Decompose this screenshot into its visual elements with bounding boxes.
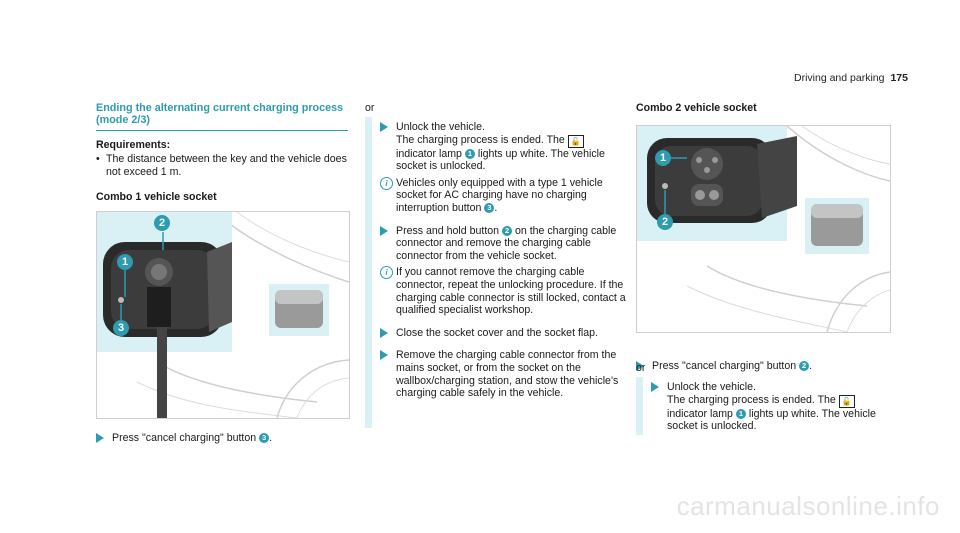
page-number: 175 — [890, 72, 908, 84]
figure-combo2: 1 2 — [636, 125, 891, 333]
step-arrow-icon — [380, 122, 388, 132]
callout-ref: 1 — [464, 148, 475, 159]
unlock-icon: 🔓 — [838, 394, 855, 408]
callout-3: 3 — [113, 320, 129, 336]
note-text: If you cannot remove the charging cable … — [396, 266, 626, 317]
running-head: Driving and parking 175 — [794, 72, 908, 85]
requirements-label: Requirements: — [96, 139, 171, 151]
step-text: indicator lamp — [396, 147, 462, 160]
figure-title-combo2: Combo 2 vehicle socket — [636, 102, 757, 114]
step-arrow-icon — [380, 350, 388, 361]
step-text: Remove the charging cable connector from… — [396, 349, 619, 400]
callout-1: 1 — [655, 150, 671, 166]
step-text: Unlock the vehicle. — [396, 121, 485, 133]
callout-2: 2 — [154, 215, 170, 231]
note-type1: i Vehicles only equipped with a type 1 v… — [380, 176, 628, 215]
step-text: The charging process is ended. The — [667, 393, 836, 406]
highlight-bar — [365, 117, 372, 428]
or-label: or — [636, 362, 646, 374]
right-steps: Unlock the vehicle. The charging process… — [651, 381, 891, 433]
step-text: The charging process is ended. The — [396, 133, 565, 146]
highlight-bar — [636, 377, 643, 435]
callout-ref: 1 — [735, 408, 746, 419]
callout-2: 2 — [657, 214, 673, 230]
figure-title-combo1: Combo 1 vehicle socket — [96, 191, 217, 203]
step-arrow-icon — [96, 433, 104, 443]
step-text: Close the socket cover and the socket fl… — [396, 326, 598, 339]
note-cannot-remove: i If you cannot remove the charging cabl… — [380, 266, 628, 316]
requirement-item: • The distance between the key and the v… — [96, 153, 351, 178]
step-text: on the charging cable connector and remo… — [396, 224, 617, 262]
step-text: lights up white. The vehicle socket is u… — [667, 407, 876, 433]
step-press-hold: Press and hold button 2 on the charging … — [380, 225, 628, 263]
step-text: Press and hold button — [396, 224, 500, 237]
or-label: or — [365, 102, 375, 114]
step-unlock-right: Unlock the vehicle. The charging process… — [651, 381, 891, 433]
step-press-cancel: Press "cancel charging" button 3. — [96, 432, 367, 445]
step-text: lights up white. The vehicle socket is u… — [396, 147, 605, 173]
unlock-icon: 🔓 — [567, 134, 584, 148]
step-arrow-icon — [636, 360, 644, 371]
step-press-cancel-right: Press "cancel charging" button 2. — [636, 360, 907, 373]
step-arrow-icon — [380, 225, 388, 236]
combo2-illustration — [637, 126, 890, 332]
step-remove-connector: Remove the charging cable connector from… — [380, 349, 628, 399]
callout-ref: 3 — [259, 433, 270, 443]
section-name: Driving and parking — [794, 72, 885, 84]
combo1-illustration — [97, 212, 349, 418]
step-text: Press "cancel charging" button — [652, 359, 797, 372]
requirement-text: The distance between the key and the veh… — [106, 153, 347, 178]
info-icon: i — [380, 176, 393, 190]
section-heading: Ending the alternating current charging … — [96, 102, 348, 131]
callout-ref: 2 — [799, 360, 810, 371]
watermark: carmanualsonline.info — [676, 491, 940, 521]
step-arrow-icon — [651, 382, 659, 392]
middle-steps: Unlock the vehicle. The charging process… — [380, 121, 628, 400]
bullet-icon: • — [96, 153, 100, 165]
note-text: Vehicles only equipped with a type 1 veh… — [396, 176, 603, 214]
step-text: Unlock the vehicle. — [667, 381, 756, 393]
callout-ref: 2 — [502, 225, 513, 236]
callout-ref: 3 — [484, 202, 495, 213]
callout-1: 1 — [117, 254, 133, 270]
step-unlock: Unlock the vehicle. The charging process… — [380, 121, 628, 173]
step-close-cover: Close the socket cover and the socket fl… — [380, 327, 628, 340]
figure-combo1: 2 1 3 — [96, 211, 350, 419]
info-icon: i — [380, 266, 393, 280]
step-text: indicator lamp — [667, 407, 733, 420]
step-arrow-icon — [380, 327, 388, 338]
step-text: Press "cancel charging" button — [112, 432, 257, 444]
